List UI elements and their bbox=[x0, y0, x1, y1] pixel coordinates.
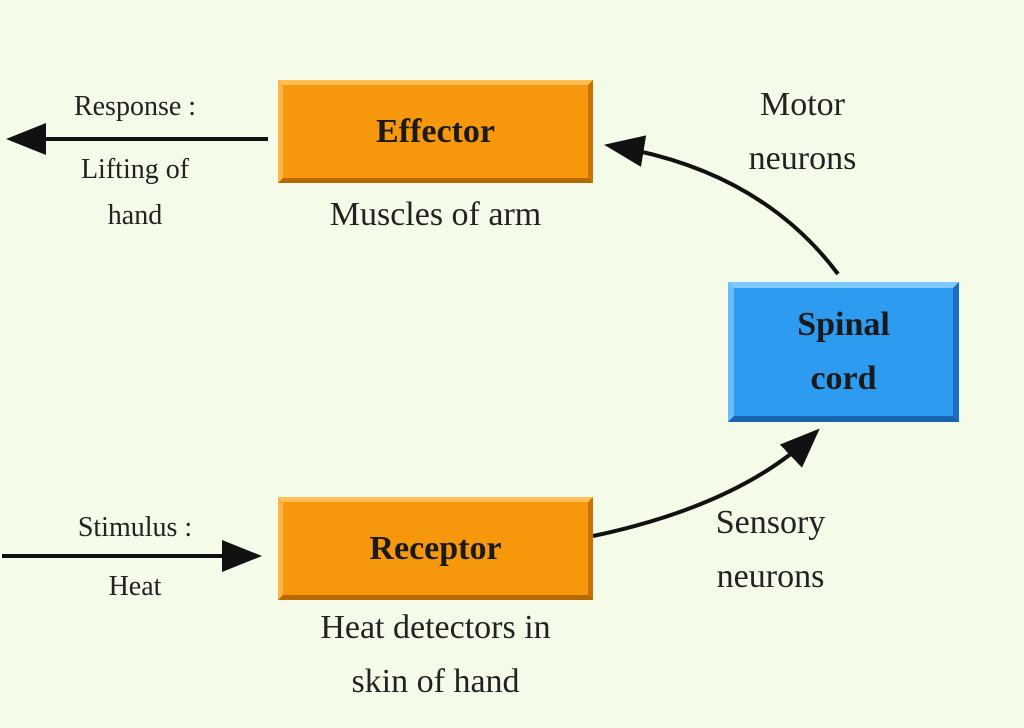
spinal-cord-line1: Spinal bbox=[797, 306, 890, 343]
response-label-line2: Lifting of bbox=[80, 154, 190, 185]
receptor-description-line2: skin of hand bbox=[351, 663, 520, 700]
receptor-title: Receptor bbox=[369, 529, 502, 567]
stimulus-label-line2: Heat bbox=[108, 571, 162, 602]
stimulus-label-line1: Stimulus : bbox=[77, 512, 193, 543]
motor-neurons-line2: neurons bbox=[748, 140, 857, 177]
effector-description: Muscles of arm bbox=[329, 196, 542, 233]
spinal-cord-box: Spinal cord bbox=[728, 282, 959, 422]
motor-neurons-line1: Motor bbox=[760, 86, 845, 123]
response-label-line3: hand bbox=[107, 200, 163, 231]
effector-box: Effector bbox=[278, 80, 593, 183]
response-label-line1: Response : bbox=[73, 91, 197, 122]
spinal-cord-line2: cord bbox=[810, 360, 877, 397]
receptor-description-line1: Heat detectors in bbox=[320, 609, 551, 646]
effector-title: Effector bbox=[376, 112, 495, 150]
sensory-neurons-line2: neurons bbox=[716, 558, 825, 595]
sensory-neurons-line1: Sensory bbox=[715, 504, 826, 541]
receptor-box: Receptor bbox=[278, 497, 593, 600]
sensory-neurons-arrow bbox=[592, 428, 820, 538]
motor-neurons-arrow bbox=[604, 135, 840, 276]
